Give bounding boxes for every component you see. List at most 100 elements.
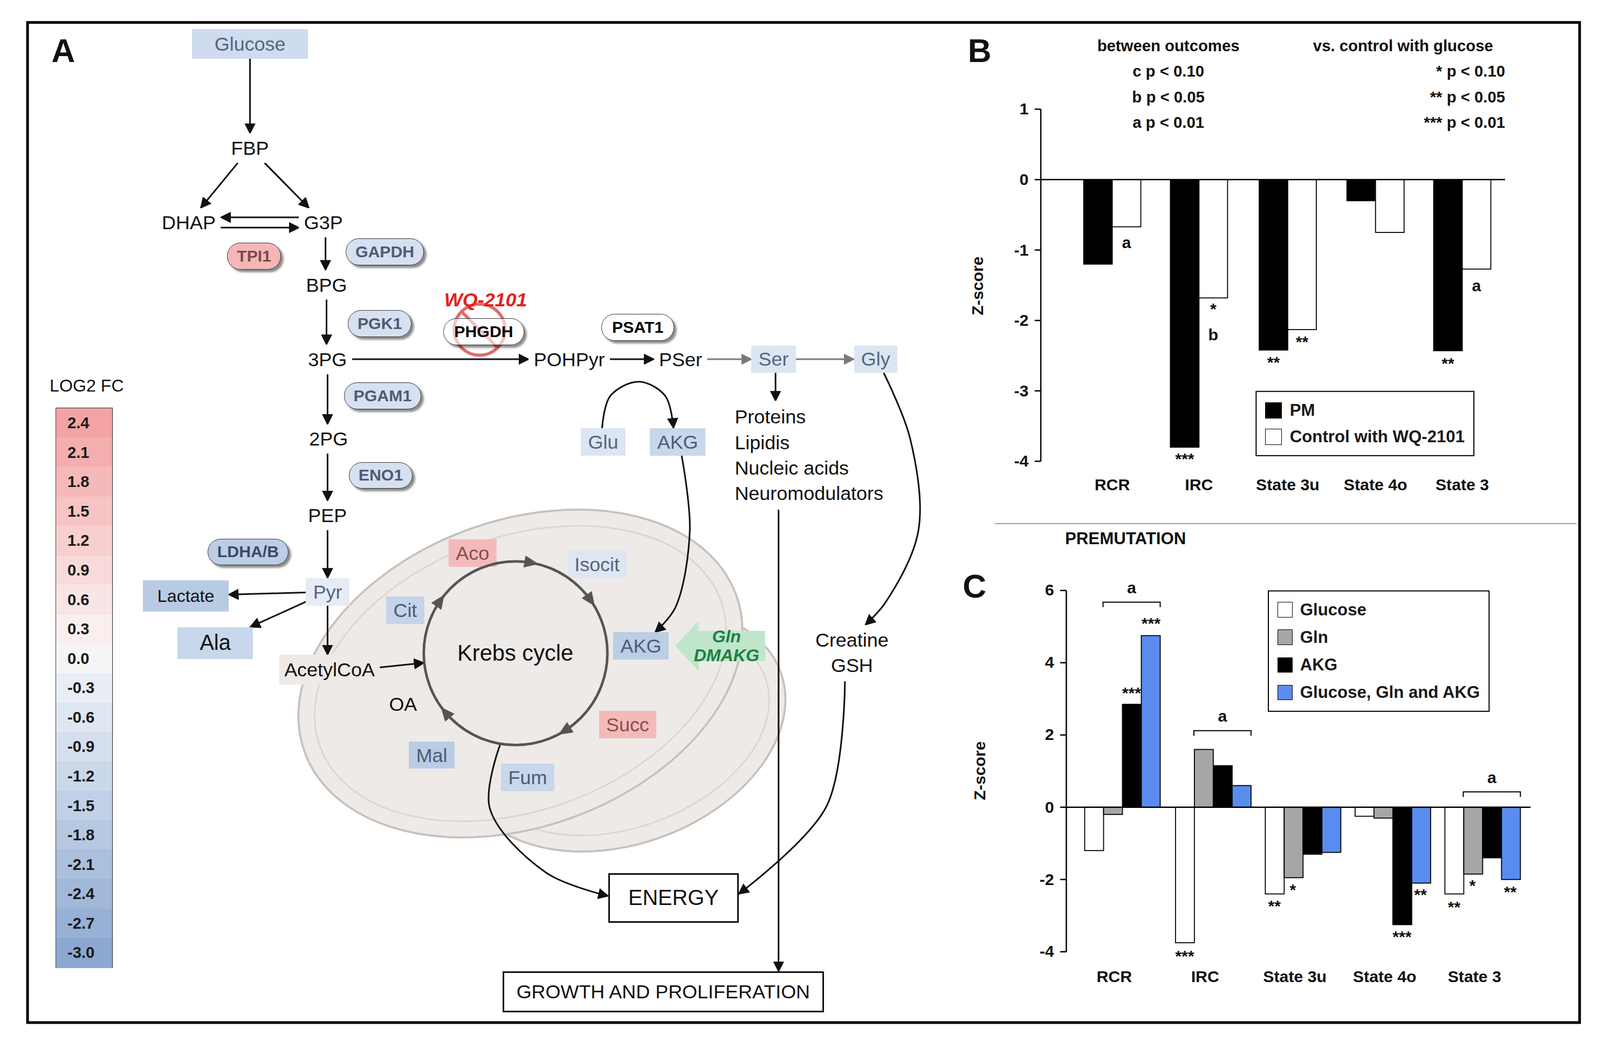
node-text: PEP	[307, 503, 347, 527]
bar-chart	[1034, 108, 1506, 462]
outer-membrane	[252, 451, 789, 897]
legend-swatch	[1277, 657, 1293, 673]
bar	[1194, 749, 1214, 808]
legend-swatch	[1277, 601, 1293, 617]
figure-label: **	[1413, 885, 1427, 905]
enzyme-pill: GAPDH	[345, 238, 424, 266]
legend-text: AKG	[1300, 655, 1338, 675]
figure-label: LOG2 FC	[49, 375, 125, 396]
bar	[1283, 807, 1303, 878]
node-text: Cit	[393, 598, 417, 622]
metabolite-box: Isocit	[567, 550, 627, 579]
pathway-arrow	[774, 372, 777, 401]
metabolite-label: PSer	[654, 344, 708, 374]
metabolite-label: ProteinsLipidisNucleic acidsNeuromodulat…	[729, 400, 889, 510]
figure-label: ***	[1122, 683, 1142, 703]
pathway-arrow	[352, 358, 530, 361]
figure-label: a	[1487, 767, 1497, 787]
pathway-arrow	[609, 358, 655, 361]
figure-label: ** p < 0.05	[1430, 87, 1506, 107]
cycle-arrowhead	[558, 722, 574, 736]
bar	[1392, 807, 1412, 925]
figure-label: ***	[1175, 946, 1194, 966]
bar	[1103, 807, 1123, 815]
bar	[1122, 704, 1142, 808]
node-text: Proteins	[734, 403, 884, 430]
pathway-arrow	[326, 453, 329, 501]
figure-label: 1	[1019, 99, 1029, 119]
node-text: BPG	[305, 273, 347, 297]
significance-bracket	[1193, 730, 1252, 736]
legend-text: Gln	[1300, 627, 1329, 648]
cycle-arrowhead	[523, 555, 539, 568]
figure-label: **	[1268, 896, 1282, 916]
cycle-arrowhead	[440, 706, 455, 722]
bar	[1433, 179, 1463, 351]
node-text: 3PG	[307, 347, 347, 372]
axis-tick	[1060, 806, 1067, 808]
metabolite-label: DHAP	[156, 208, 222, 238]
figure-label: *	[1210, 299, 1217, 319]
node-text: ENERGY	[628, 884, 719, 911]
metabolite-label: CreatineGSH	[810, 625, 895, 682]
figure-label: a	[1127, 578, 1137, 598]
axis-title: Z-score	[967, 256, 987, 315]
metabolite-box: Cit	[386, 596, 424, 624]
axis-tick	[1034, 249, 1041, 251]
legend-swatch	[1277, 629, 1293, 645]
outcome-box: ENERGY	[608, 873, 739, 923]
legend-box	[1268, 591, 1489, 712]
node-text: Mal	[416, 743, 448, 767]
metabolite-box: AKG	[613, 632, 669, 660]
figure-label: a	[1122, 233, 1132, 253]
node-text: POHPyr	[533, 347, 606, 372]
bar	[1213, 765, 1233, 808]
figure-label: 0	[1019, 170, 1029, 190]
node-text: LDHA/B	[217, 541, 279, 562]
legend-text: -1.8	[67, 825, 95, 844]
figure-label: State 4o	[1343, 475, 1408, 494]
bar	[1198, 179, 1228, 298]
pathway-arrow	[706, 358, 752, 361]
node-text: Fum	[508, 765, 548, 789]
bar	[1232, 785, 1252, 808]
legend-text: 1.2	[67, 531, 90, 551]
pathway-arrow	[777, 509, 780, 972]
metabolite-box: Lactate	[142, 580, 229, 612]
bar	[1259, 179, 1288, 350]
node-text: GROWTH AND PROLIFERATION	[516, 979, 810, 1004]
figure-label: **	[1441, 353, 1455, 373]
node-text: PSAT1	[612, 317, 664, 338]
legend-text: -2.7	[67, 914, 95, 933]
metabolite-box: Gly	[854, 345, 898, 374]
metabolite-label: G3P	[298, 208, 348, 238]
bar	[1411, 807, 1431, 884]
pathway-arrow	[200, 162, 238, 209]
figure-label: 2	[1045, 725, 1055, 745]
bar	[1355, 807, 1375, 817]
pathway-arrow	[228, 592, 307, 595]
figure-label: **	[1447, 897, 1461, 917]
pathway-arrow	[601, 381, 674, 429]
metabolite-box: Glu	[580, 428, 626, 456]
metabolite-box: Glucose	[191, 29, 308, 59]
figure-label: C	[962, 567, 987, 606]
node-text: Creatine	[815, 627, 889, 654]
figure-label: -4	[1013, 451, 1029, 471]
figure-label: **	[1267, 352, 1281, 372]
metabolite-box: Succ	[599, 710, 657, 739]
figure-label: 6	[1045, 580, 1055, 600]
node-text: ENO1	[358, 465, 403, 485]
node-text: PGK1	[357, 313, 402, 334]
node-text: DHAP	[161, 210, 216, 235]
figure-label: State 3u	[1262, 966, 1327, 986]
metabolite-label: POHPyr	[528, 344, 610, 374]
metabolite-box: Fum	[500, 763, 554, 792]
node-text: Gly	[861, 347, 891, 371]
figure-label: **	[1504, 882, 1517, 902]
pathway-arrow	[655, 455, 690, 633]
metabolite-label: FBP	[225, 133, 274, 163]
legend-text: PM	[1289, 400, 1316, 421]
inner-membrane	[273, 471, 768, 875]
legend-text: 0.9	[67, 560, 90, 580]
